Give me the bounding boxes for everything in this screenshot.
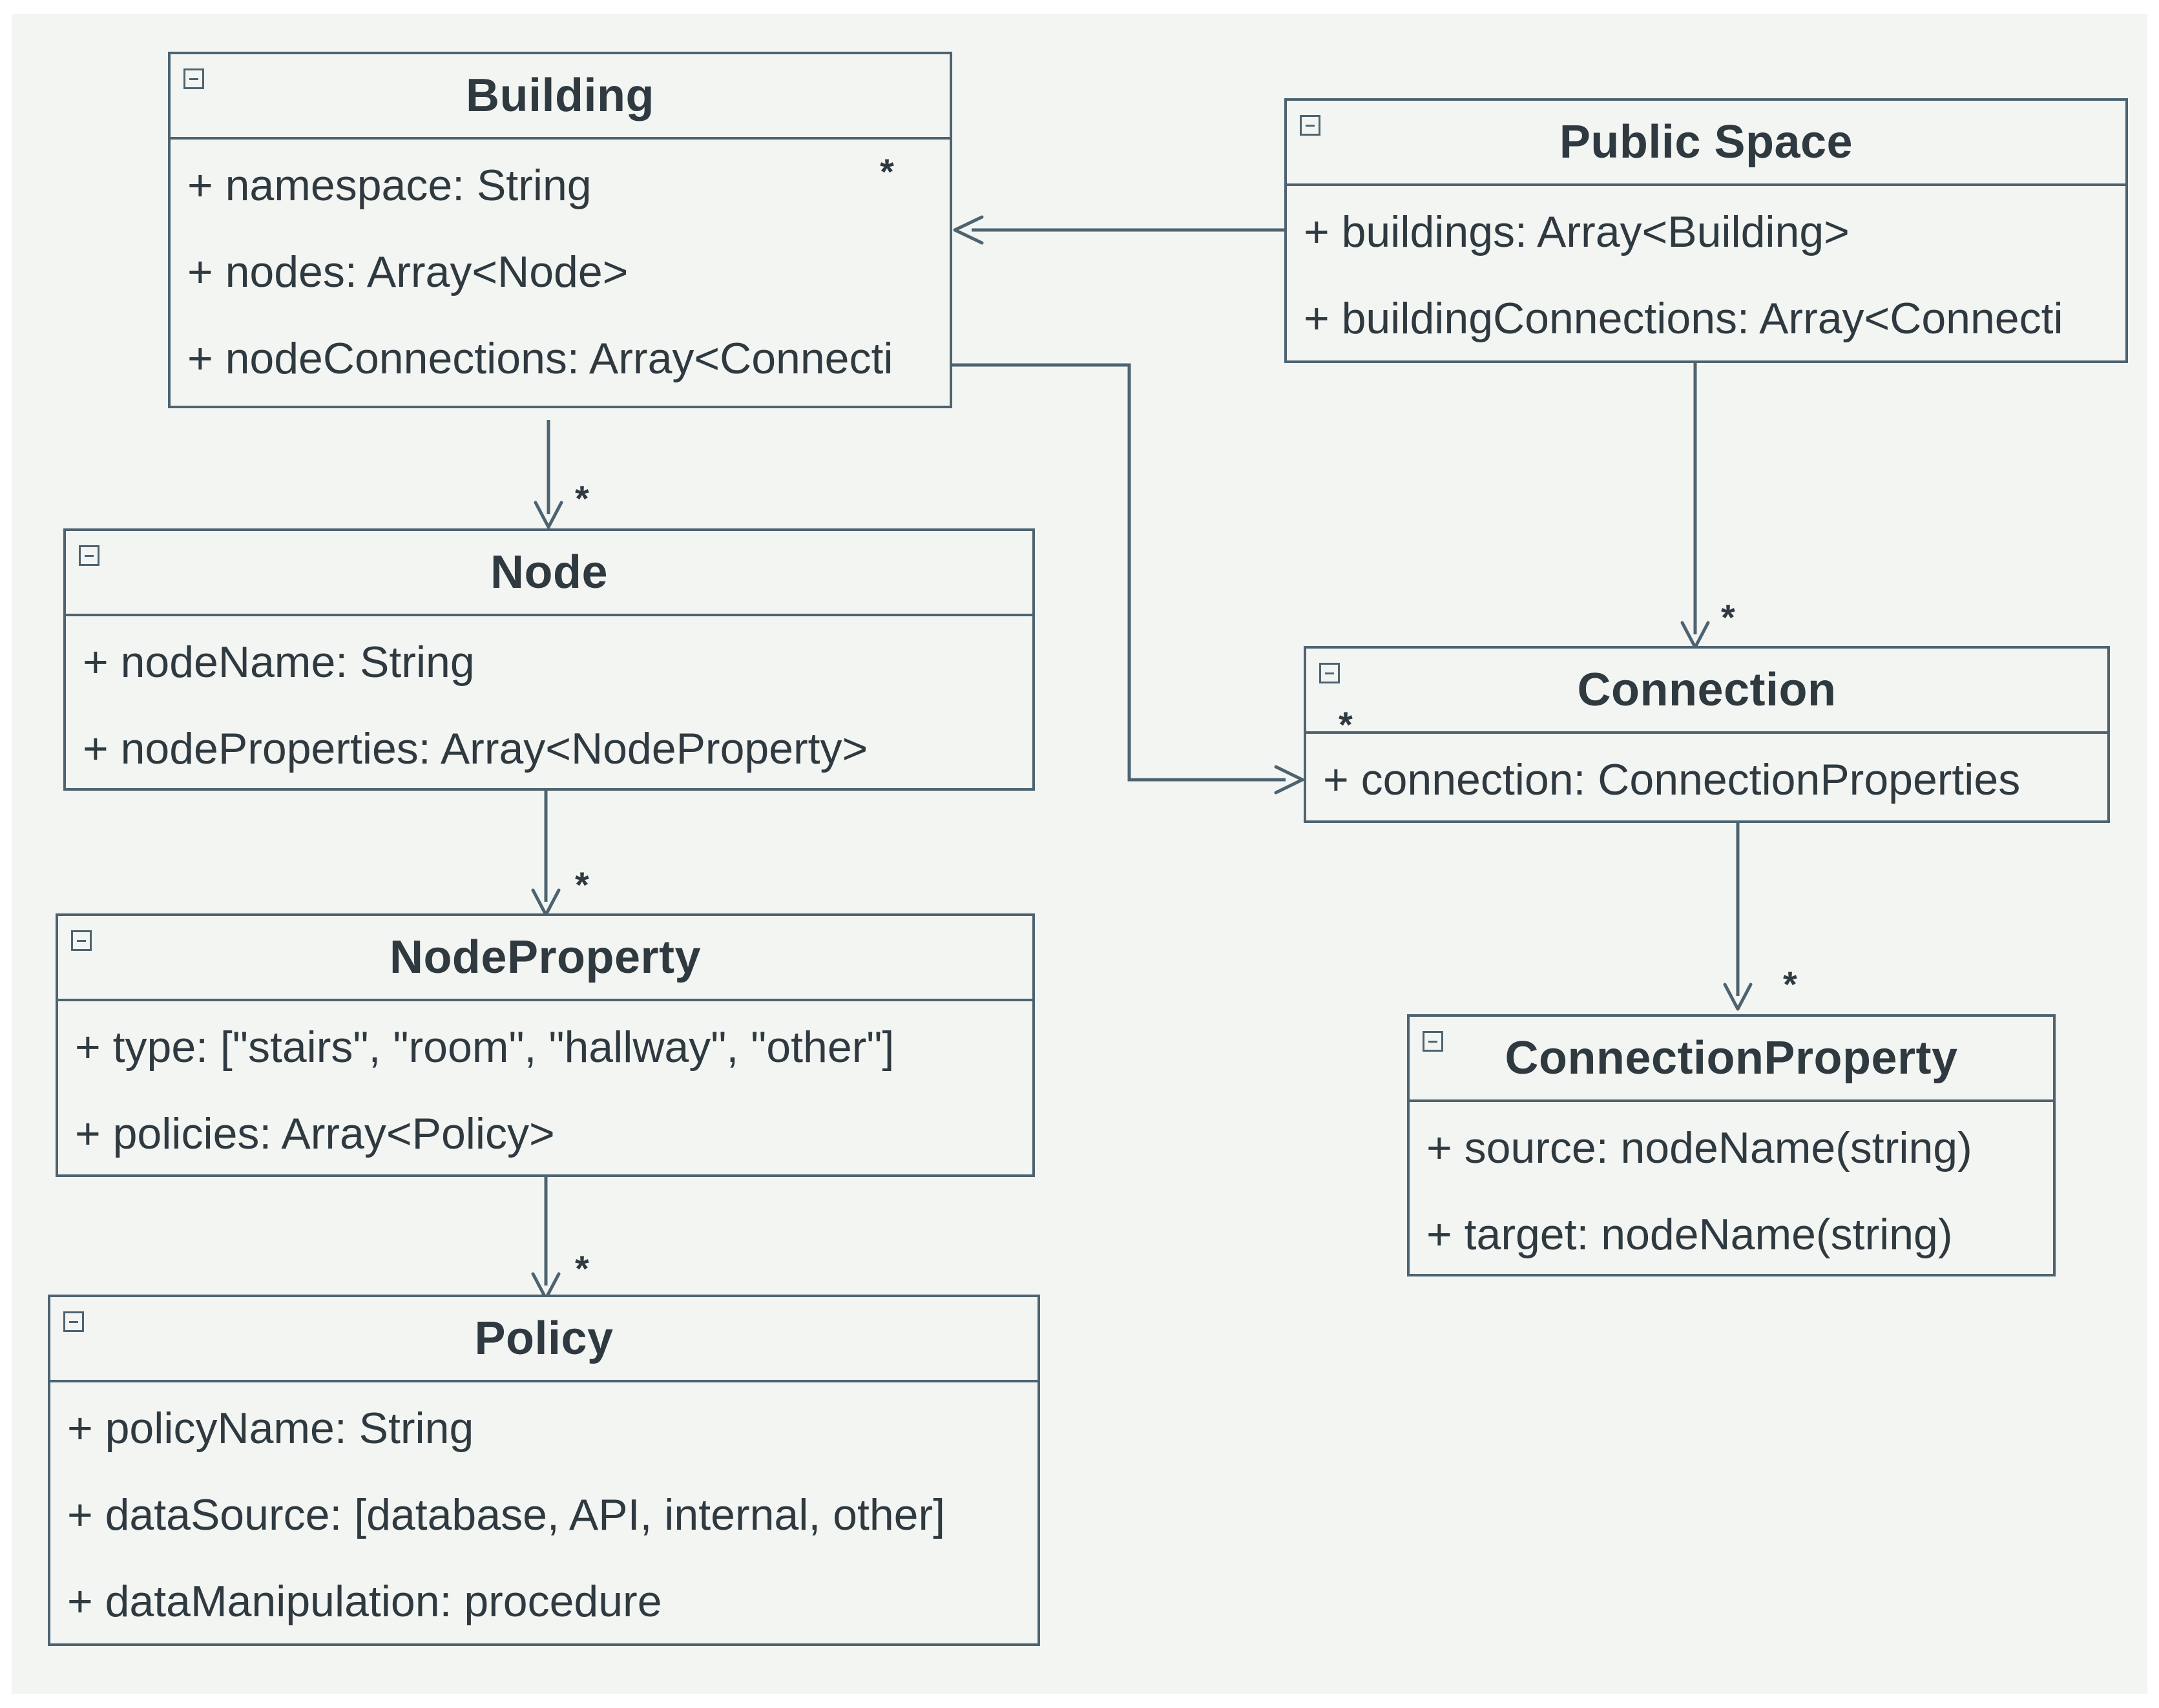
multiplicity-label: * — [575, 864, 589, 905]
attribute-list: + namespace: String + nodes: Array<Node>… — [171, 142, 950, 402]
attribute: + target: nodeName(string) — [1426, 1210, 1953, 1259]
multiplicity-label: * — [575, 478, 589, 519]
attribute: + connection: ConnectionProperties — [1323, 755, 2021, 804]
collapse-icon[interactable] — [63, 1311, 84, 1332]
attribute-list: + connection: ConnectionProperties — [1306, 736, 2107, 823]
class-title: NodeProperty — [389, 932, 702, 983]
attribute-list: + type: ["stairs", "room", "hallway", "o… — [58, 1004, 1032, 1177]
attribute: + policyName: String — [67, 1404, 474, 1453]
attribute: + dataManipulation: procedure — [67, 1577, 662, 1626]
multiplicity-label: * — [1721, 597, 1735, 638]
attribute-list: + nodeName: String + nodeProperties: Arr… — [66, 619, 1032, 792]
arrow-head-icon — [534, 501, 563, 529]
arrow-head-icon — [953, 215, 984, 245]
attribute: + type: ["stairs", "room", "hallway", "o… — [75, 1023, 895, 1072]
attribute-list: + buildings: Array<Building> + buildingC… — [1287, 189, 2125, 362]
collapse-icon[interactable] — [1319, 663, 1340, 683]
collapse-icon[interactable] — [1423, 1031, 1443, 1052]
class-public-space[interactable]: Public Space + buildings: Array<Building… — [1284, 98, 2128, 363]
arrow-head-icon — [1723, 983, 1753, 1011]
edge-building-connection — [952, 363, 1286, 782]
collapse-icon[interactable] — [1300, 115, 1320, 136]
collapse-icon[interactable] — [183, 68, 204, 89]
attribute-list: + policyName: String + dataSource: [data… — [50, 1385, 1038, 1645]
class-header: Node — [66, 531, 1032, 616]
attribute: + nodes: Array<Node> — [187, 247, 629, 297]
class-policy[interactable]: Policy + policyName: String + dataSource… — [48, 1295, 1040, 1646]
class-connection[interactable]: Connection + connection: ConnectionPrope… — [1304, 646, 2110, 823]
attribute: + nodeConnections: Array<Connecti — [187, 334, 893, 383]
collapse-icon[interactable] — [79, 545, 99, 566]
arrow-head-icon — [1274, 765, 1304, 795]
class-title: ConnectionProperty — [1505, 1032, 1958, 1084]
attribute: + buildingConnections: Array<Connecti — [1304, 294, 2063, 343]
multiplicity-label: * — [575, 1248, 589, 1289]
class-building[interactable]: Building + namespace: String + nodes: Ar… — [168, 52, 952, 408]
multiplicity-label: * — [880, 151, 894, 192]
attribute: + dataSource: [database, API, internal, … — [67, 1490, 946, 1539]
class-header: Public Space — [1287, 101, 2125, 186]
class-header: NodeProperty — [58, 916, 1032, 1001]
class-header: Building — [171, 54, 950, 140]
multiplicity-label: * — [1339, 704, 1353, 745]
class-title: Policy — [474, 1313, 614, 1364]
class-title: Building — [466, 70, 654, 121]
attribute: + policies: Array<Policy> — [75, 1109, 555, 1158]
class-header: Connection — [1306, 649, 2107, 734]
class-title: Public Space — [1559, 116, 1853, 168]
class-header: ConnectionProperty — [1410, 1017, 2053, 1102]
class-title: Node — [490, 547, 608, 598]
attribute: + nodeProperties: Array<NodeProperty> — [83, 724, 868, 773]
multiplicity-label: * — [1783, 964, 1797, 1005]
attribute-list: + source: nodeName(string) + target: nod… — [1410, 1105, 2053, 1278]
class-node[interactable]: Node + nodeName: String + nodeProperties… — [63, 528, 1035, 791]
class-node-property[interactable]: NodeProperty + type: ["stairs", "room", … — [56, 913, 1035, 1177]
class-connection-property[interactable]: ConnectionProperty + source: nodeName(st… — [1407, 1014, 2056, 1276]
attribute: + nodeName: String — [83, 638, 475, 687]
attribute: + source: nodeName(string) — [1426, 1123, 1972, 1172]
collapse-icon[interactable] — [71, 930, 92, 951]
class-title: Connection — [1577, 664, 1837, 716]
attribute: + buildings: Array<Building> — [1304, 207, 1850, 256]
attribute: + namespace: String — [187, 161, 592, 210]
class-header: Policy — [50, 1297, 1038, 1382]
